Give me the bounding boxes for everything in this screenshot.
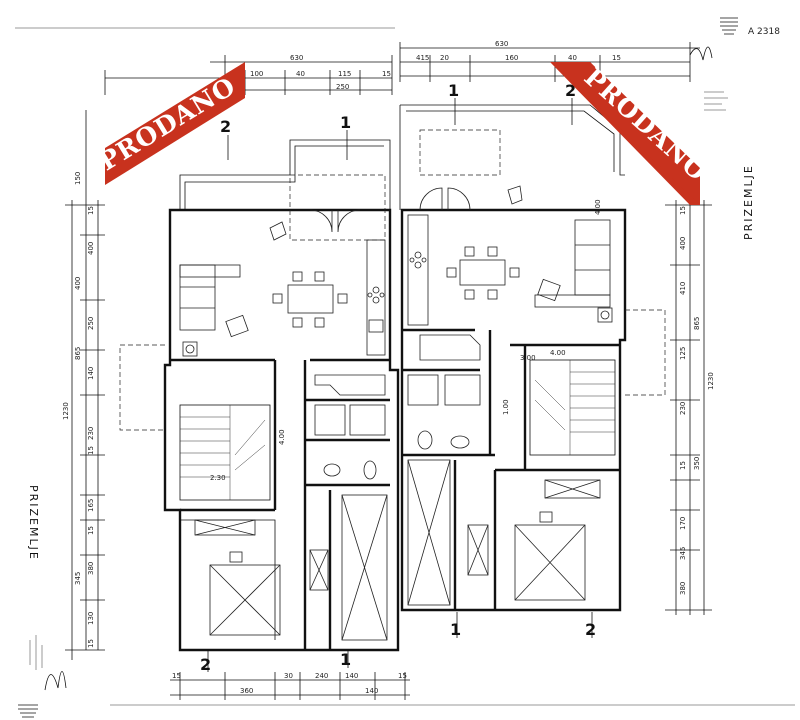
dim-top-overall-left: 630: [290, 54, 303, 62]
dim-bottom-1: 360: [240, 687, 253, 695]
sold-banner-right-ribbon-fill: [552, 62, 700, 205]
left-unit-plan: 4.00 2.30: [119, 139, 400, 652]
dim-left-8: 15: [87, 446, 95, 455]
dim-top-right-0: 415: [416, 54, 429, 62]
dim-left-3: 400: [74, 277, 82, 290]
dim-bottom-0: 15: [172, 672, 181, 680]
dim-right-6: 230: [679, 402, 687, 415]
right-dimension-chains: 15 400 410 125 865 1230 230 15 350 170 3…: [665, 200, 715, 615]
dim-interior-4: 1.00: [502, 399, 510, 415]
dim-left-1: 15: [87, 206, 95, 215]
dim-bottom-2: 140: [365, 687, 378, 695]
dim-left-2: 400: [87, 242, 95, 255]
section-mark-2-bottom-right: 2: [585, 620, 596, 639]
dim-top-left-2: 40: [296, 70, 305, 78]
plan-title-left: PRIZEMLJE: [27, 485, 40, 561]
sold-banner-left-text: PRODANO: [94, 71, 241, 176]
bottom-dimension-chains: 15 360 140 30 240 140 15: [110, 672, 795, 706]
dim-left-9: 230: [87, 427, 95, 440]
dim-top-left-1: 100: [250, 70, 263, 78]
dim-right-5: 1230: [707, 372, 715, 390]
section-mark-1-top-right: 1: [448, 81, 459, 100]
dim-right-7: 15: [679, 461, 687, 470]
section-mark-1-bottom-right: 1: [450, 620, 461, 639]
dim-right-11: 380: [679, 582, 687, 595]
dim-left-12: 345: [74, 572, 82, 585]
sold-banner-right-text: PRODANO: [579, 62, 713, 187]
architect-stamp-bottom-left: [18, 635, 67, 718]
dim-left-11: 15: [87, 526, 95, 535]
dim-left-7: 140: [87, 367, 95, 380]
left-dimension-chains: 150 15 400 400 865 250 1230 140 15 230 1…: [62, 110, 105, 660]
dim-left-15: 15: [87, 639, 95, 648]
dim-left-5: 250: [87, 317, 95, 330]
sold-banner-right-ribbon: [550, 62, 700, 205]
section-mark-1-top-left: 1: [340, 113, 351, 132]
dim-right-0: 15: [679, 206, 687, 215]
dim-top-right-1: 20: [440, 54, 449, 62]
dim-top-right-2: 160: [505, 54, 518, 62]
top-dimension-chains: 630 305 100 40 115 250 15 630 415 20 160…: [15, 27, 700, 95]
dim-right-4: 865: [693, 317, 701, 330]
dim-interior-5: 3.00: [520, 354, 536, 362]
dim-left-4: 865: [74, 347, 82, 360]
dim-left-10: 165: [87, 499, 95, 512]
dim-left-0: 150: [74, 172, 82, 185]
section-mark-2-bottom-left: 2: [200, 655, 211, 674]
architect-stamp-top-right: [689, 17, 738, 111]
dim-right-9: 170: [679, 517, 687, 530]
dim-left-13: 380: [87, 562, 95, 575]
sold-banner-left-ribbon: [105, 62, 245, 185]
dim-right-2: 410: [679, 282, 687, 295]
dim-top-left-3: 115: [338, 70, 351, 78]
dim-top-left-4: 250: [336, 83, 349, 91]
dim-left-14: 130: [87, 612, 95, 625]
left-dim-labels: 150 15 400 400 865 250 1230 140 15 230 1…: [62, 172, 95, 648]
section-mark-2-top-right: 2: [565, 81, 576, 100]
dim-top-right-4: 15: [612, 54, 621, 62]
sheet-code: A 2318: [748, 27, 780, 37]
dim-interior-3: 4.00: [550, 349, 566, 357]
dim-top-right-3: 40: [568, 54, 577, 62]
dim-interior-0: 4.00: [278, 429, 286, 445]
dim-right-3: 125: [679, 347, 687, 360]
dim-bottom-3: 30: [284, 672, 293, 680]
dim-interior-1: 4.00: [594, 199, 602, 215]
dim-bottom-4: 240: [315, 672, 328, 680]
section-mark-2-top-left: 2: [220, 117, 231, 136]
dim-left-6: 1230: [62, 402, 70, 420]
section-mark-1-bottom-left: 1: [340, 650, 351, 669]
dim-right-1: 400: [679, 237, 687, 250]
section-markers: 2 1 1 2 2 1 1 2: [200, 81, 596, 674]
sold-banner-right: PRODANO: [550, 62, 713, 205]
plan-title-right: PRIZEMLJE: [742, 164, 755, 240]
dim-top-left-5: 15: [382, 70, 391, 78]
right-unit-plan: 1.00 4.00 4.00 3.00: [399, 104, 666, 612]
dim-right-8: 350: [693, 457, 701, 470]
dim-bottom-6: 15: [398, 672, 407, 680]
dim-interior-2: 2.30: [210, 474, 226, 482]
dim-top-overall-right: 630: [495, 40, 508, 48]
dim-right-10: 345: [679, 547, 687, 560]
dim-bottom-5: 140: [345, 672, 358, 680]
